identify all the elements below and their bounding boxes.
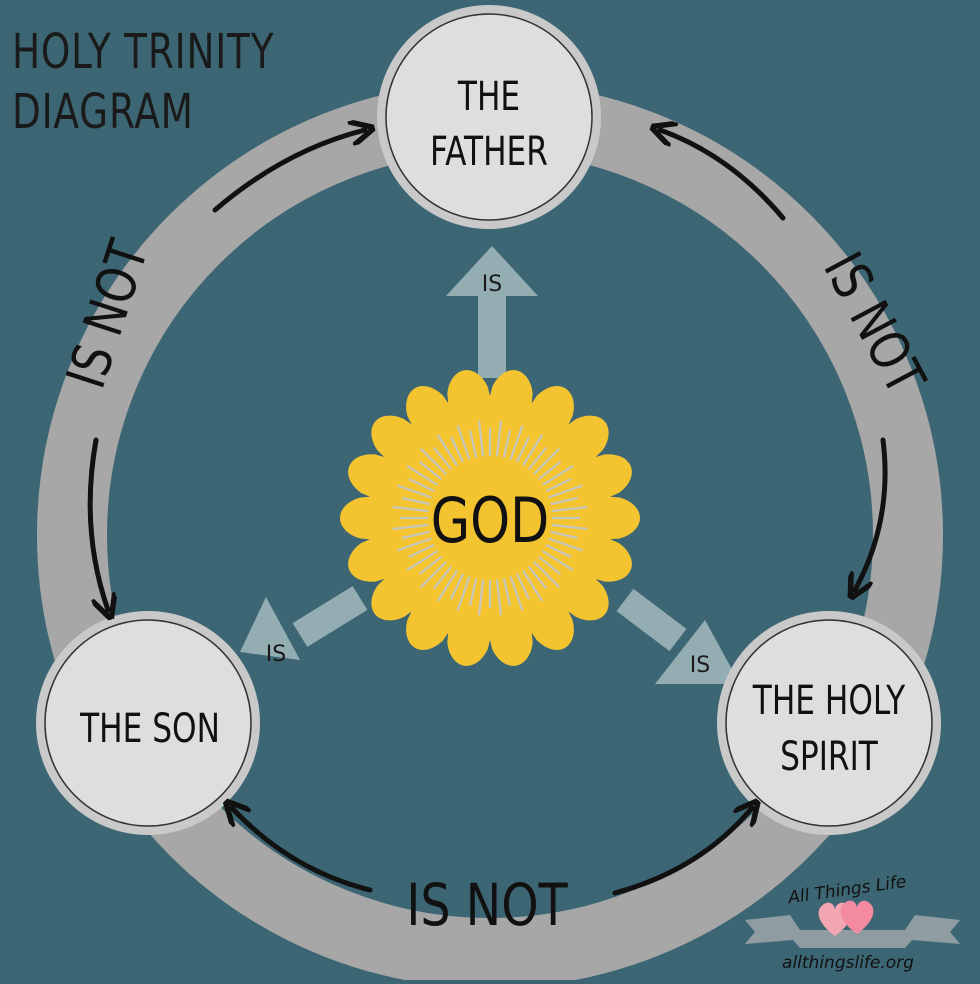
sun-ray xyxy=(433,446,453,471)
sun-ray xyxy=(502,430,512,458)
sun-ray xyxy=(450,436,465,463)
node-son: THE SON xyxy=(36,611,260,835)
sun-ray xyxy=(397,537,432,552)
sun-ray xyxy=(545,543,572,558)
sun-ray xyxy=(402,530,430,540)
sun-ray xyxy=(392,523,429,531)
sun-ray xyxy=(477,579,485,616)
sun-ray xyxy=(533,447,561,475)
sun-ray xyxy=(522,569,544,602)
sun-ray xyxy=(408,543,435,558)
sun-ray xyxy=(502,578,512,606)
sun-ray xyxy=(533,561,561,589)
sun-ray xyxy=(433,565,453,590)
sun-ray xyxy=(419,561,447,589)
father-label-line1: THE xyxy=(457,74,520,120)
sun-ray xyxy=(541,550,574,572)
sun-ray xyxy=(402,496,430,506)
logo-url: allthingslife.org xyxy=(782,953,914,973)
logo: All Things Life allthingslife.org xyxy=(745,872,960,973)
sun-ray xyxy=(527,565,547,590)
is-not-arrow-bottom-right xyxy=(612,808,752,896)
diagram-title: HOLY TRINITY DIAGRAM xyxy=(12,22,274,142)
sun-ray xyxy=(541,464,574,486)
sun-ray xyxy=(477,420,485,457)
god-sun: GOD xyxy=(340,370,640,666)
is-not-arrow-right-upper xyxy=(660,130,786,221)
sun-ray xyxy=(418,555,443,575)
son-label: THE SON xyxy=(79,706,220,752)
sun-ray xyxy=(550,496,578,506)
is-label-father: IS xyxy=(482,272,502,297)
is-label-son: IS xyxy=(266,642,286,667)
sun-ray xyxy=(509,425,524,460)
sun-ray xyxy=(522,434,544,467)
sun-ray xyxy=(397,484,432,499)
sun-ray xyxy=(495,579,503,616)
title-line2: DIAGRAM xyxy=(12,84,194,140)
sun-ray xyxy=(436,434,458,467)
sun-ray xyxy=(408,478,435,493)
is-arrow-son: IS xyxy=(240,586,368,667)
sun-ray xyxy=(495,420,503,457)
sun-ray xyxy=(456,425,471,460)
sun-ray xyxy=(450,573,465,600)
sun-ray xyxy=(548,537,583,552)
sun-ray xyxy=(527,446,547,471)
sun-ray xyxy=(419,447,447,475)
is-arrow-father: IS xyxy=(446,246,538,378)
is-label-spirit: IS xyxy=(690,653,710,678)
sun-ray xyxy=(418,461,443,481)
spirit-label-line1: THE HOLY xyxy=(752,678,905,724)
is-not-arrow-left-upper xyxy=(212,130,365,213)
sun-ray xyxy=(515,436,530,463)
father-label-line2: FATHER xyxy=(430,129,548,175)
node-spirit: THE HOLY SPIRIT xyxy=(717,611,941,835)
is-not-label-bottom: IS NOT xyxy=(406,871,568,939)
sun-ray xyxy=(551,505,588,513)
sun-ray xyxy=(456,576,471,611)
sun-ray xyxy=(551,523,588,531)
sun-ray xyxy=(509,576,524,611)
logo-ribbon xyxy=(745,915,960,948)
is-not-arrow-left-lower xyxy=(87,437,108,610)
sun-ray xyxy=(392,505,429,513)
sun-ray xyxy=(537,461,562,481)
sun-ray xyxy=(436,569,458,602)
spirit-label-line2: SPIRIT xyxy=(780,734,879,780)
sun-ray xyxy=(406,550,439,572)
title-line1: HOLY TRINITY xyxy=(12,24,275,80)
sun-ray xyxy=(468,578,478,606)
sun-ray xyxy=(545,478,572,493)
is-arrow-spirit: IS xyxy=(616,588,740,684)
sun-ray xyxy=(548,484,583,499)
sun-ray xyxy=(550,530,578,540)
node-father: THE FATHER xyxy=(377,5,601,229)
is-not-arrow-bottom-left xyxy=(232,808,373,893)
sun-ray xyxy=(468,430,478,458)
is-not-arrow-right-lower xyxy=(855,437,888,590)
sun-ray xyxy=(537,555,562,575)
god-label: GOD xyxy=(431,485,550,557)
heart-icon-right xyxy=(840,900,874,934)
sun-ray xyxy=(406,464,439,486)
sun-ray xyxy=(515,573,530,600)
